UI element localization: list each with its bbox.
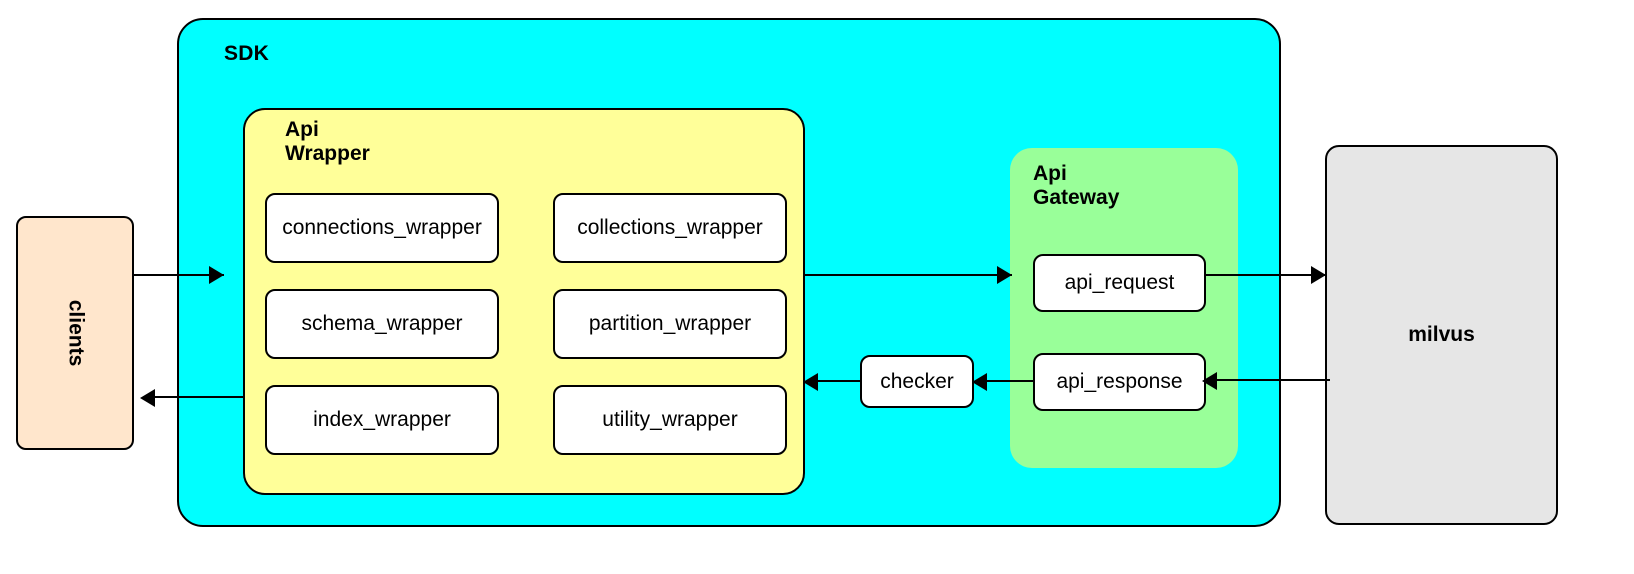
arrowhead-right-icon xyxy=(209,266,224,284)
checker-label: checker xyxy=(880,369,954,393)
edge-api-wrapper-to-clients xyxy=(148,396,244,398)
collections-wrapper-node[interactable]: collections_wrapper xyxy=(553,193,787,263)
edge-api-response-to-checker xyxy=(978,380,1034,382)
partition-wrapper-node[interactable]: partition_wrapper xyxy=(553,289,787,359)
arrowhead-left-icon xyxy=(140,389,155,407)
api-gateway-label: Api Gateway xyxy=(1033,162,1120,210)
milvus-node[interactable]: milvus xyxy=(1325,145,1558,525)
clients-label: clients xyxy=(64,299,87,367)
edge-api-wrapper-to-api-request xyxy=(803,274,1012,276)
edge-checker-to-api-wrapper xyxy=(812,380,862,382)
api-response-node[interactable]: api_response xyxy=(1033,353,1206,411)
partition-wrapper-label: partition_wrapper xyxy=(588,312,752,335)
milvus-label: milvus xyxy=(1408,323,1475,346)
checker-node[interactable]: checker xyxy=(860,355,974,408)
sdk-label: SDK xyxy=(224,42,269,65)
schema-wrapper-label: schema_wrapper xyxy=(301,312,463,335)
arrowhead-right-icon xyxy=(1311,266,1326,284)
index-wrapper-label: index_wrapper xyxy=(313,408,451,431)
api-request-label: api_request xyxy=(1064,271,1175,294)
collections-wrapper-label: collections_wrapper xyxy=(577,216,763,239)
arrowhead-right-icon xyxy=(997,266,1012,284)
connections-wrapper-label: connections_wrapper xyxy=(282,216,482,239)
index-wrapper-node[interactable]: index_wrapper xyxy=(265,385,499,455)
edge-api-request-to-milvus xyxy=(1205,274,1327,276)
edge-milvus-to-api-response xyxy=(1206,379,1330,381)
utility-wrapper-label: utility_wrapper xyxy=(602,408,738,431)
arrowhead-left-icon xyxy=(803,373,818,391)
connections-wrapper-node[interactable]: connections_wrapper xyxy=(265,193,499,263)
arrowhead-left-icon xyxy=(972,373,987,391)
utility-wrapper-node[interactable]: utility_wrapper xyxy=(553,385,787,455)
schema-wrapper-node[interactable]: schema_wrapper xyxy=(265,289,499,359)
api-response-label: api_response xyxy=(1056,370,1183,393)
clients-node[interactable]: clients xyxy=(16,216,134,450)
edge-clients-to-api-wrapper xyxy=(134,274,224,276)
api-wrapper-label: Api Wrapper xyxy=(285,118,370,166)
arrowhead-left-icon xyxy=(1202,372,1217,390)
api-request-node[interactable]: api_request xyxy=(1033,254,1206,312)
